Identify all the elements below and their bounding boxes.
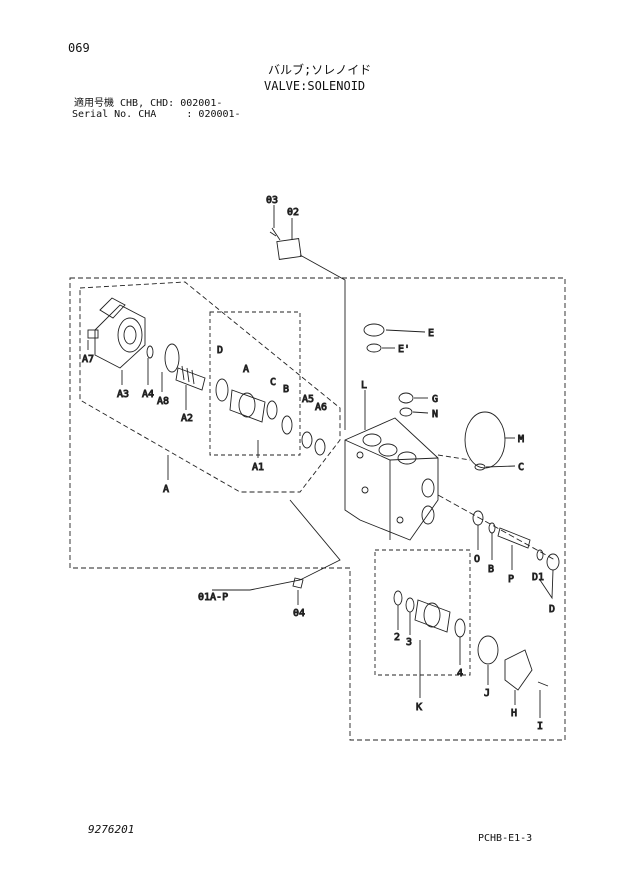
callout-n: N bbox=[432, 409, 438, 420]
o-ring-o bbox=[472, 510, 484, 526]
callout-2: 2 bbox=[394, 632, 400, 643]
assembly-boundary-01a-p bbox=[69, 277, 566, 741]
callout-c-upper: C bbox=[270, 377, 276, 388]
callout-d: D bbox=[549, 604, 555, 615]
leader-n bbox=[412, 411, 429, 414]
callout-a4: A4 bbox=[142, 389, 154, 400]
o-ring-4 bbox=[454, 618, 466, 638]
axis-line-right bbox=[437, 494, 556, 561]
callout-a7: A7 bbox=[82, 354, 94, 365]
subassembly-boundary-a1 bbox=[209, 311, 301, 456]
applicable-models-line: 適用号機 CHB, CHD: 002001- bbox=[74, 98, 223, 109]
cartridge-k bbox=[414, 599, 451, 633]
callout-m: M bbox=[518, 434, 524, 445]
callout-a-upper: A bbox=[243, 364, 249, 375]
document-number: 9276201 bbox=[88, 823, 135, 836]
callout-d1: D1 bbox=[532, 572, 544, 583]
callout-a2: A2 bbox=[181, 413, 193, 424]
callout-d-upper: D bbox=[217, 345, 223, 356]
title-japanese: バルブ;ソレノイド bbox=[268, 63, 372, 77]
callout-a6: A6 bbox=[315, 402, 327, 413]
o-ring-j bbox=[477, 635, 499, 665]
callout-a5: A5 bbox=[302, 394, 314, 405]
ring-a5 bbox=[301, 431, 313, 449]
solenoid-a3 bbox=[87, 297, 146, 369]
page-code: PCHB-E1-3 bbox=[478, 833, 533, 844]
callout-a: A bbox=[163, 484, 169, 495]
callout-a8: A8 bbox=[157, 396, 169, 407]
o-ring-a8 bbox=[164, 343, 180, 373]
callout-04: 04 bbox=[293, 608, 305, 619]
o-ring-c bbox=[474, 463, 486, 471]
callout-e-prime: E' bbox=[398, 344, 410, 355]
leader-01a-p bbox=[212, 499, 341, 591]
callout-3: 3 bbox=[406, 637, 412, 648]
bolt-i bbox=[537, 681, 549, 687]
callout-01a-p: 01A-P bbox=[198, 592, 228, 603]
callout-h: H bbox=[511, 708, 517, 719]
callout-b-upper: B bbox=[283, 384, 289, 395]
callout-i: I bbox=[537, 721, 543, 732]
name-plate-02 bbox=[276, 238, 302, 260]
callout-02: 02 bbox=[287, 207, 299, 218]
o-ring-m bbox=[464, 411, 506, 469]
callout-g: G bbox=[432, 394, 438, 405]
page-number: 069 bbox=[68, 41, 90, 55]
plug-g bbox=[398, 392, 414, 404]
o-ring-n bbox=[399, 407, 413, 417]
pin-p bbox=[497, 527, 531, 549]
callout-l: L bbox=[361, 380, 367, 391]
valve-body bbox=[344, 417, 439, 541]
subassembly-boundary-k bbox=[374, 549, 471, 676]
callout-03: 03 bbox=[266, 195, 278, 206]
o-ring-2 bbox=[393, 590, 403, 606]
callout-e: E bbox=[428, 328, 434, 339]
subassembly-boundary-a bbox=[79, 281, 341, 493]
ring-a6 bbox=[314, 438, 326, 456]
leader-02 bbox=[299, 254, 346, 430]
o-ring-b-a1 bbox=[281, 415, 293, 435]
o-ring-d1 bbox=[536, 549, 544, 561]
leader-d bbox=[539, 569, 554, 600]
plug-04 bbox=[292, 577, 304, 589]
axis-line-m bbox=[437, 454, 471, 461]
callout-k: K bbox=[416, 702, 422, 713]
callout-a3: A3 bbox=[117, 389, 129, 400]
o-ring-b bbox=[488, 522, 496, 534]
washer-a4 bbox=[146, 345, 154, 359]
o-ring-d-a1 bbox=[215, 378, 229, 402]
plug-d bbox=[546, 553, 560, 571]
callout-o: O bbox=[474, 554, 480, 565]
cover-h bbox=[504, 649, 533, 691]
callout-b: B bbox=[488, 564, 494, 575]
callout-p: P bbox=[508, 574, 514, 585]
spool-a bbox=[229, 389, 266, 423]
callout-c: C bbox=[518, 462, 524, 473]
o-ring-3 bbox=[405, 597, 415, 613]
leader-e bbox=[385, 329, 426, 333]
cartridge-a2 bbox=[175, 365, 206, 391]
serial-number-line: Serial No. CHA : 020001- bbox=[72, 109, 241, 120]
o-ring-e-prime bbox=[366, 343, 382, 353]
callout-4: 4 bbox=[457, 668, 463, 679]
plug-e bbox=[363, 323, 385, 337]
callout-j: J bbox=[484, 688, 490, 699]
title-english: VALVE:SOLENOID bbox=[264, 79, 366, 93]
o-ring-c-a1 bbox=[266, 400, 278, 420]
callout-a1: A1 bbox=[252, 462, 264, 473]
leader-c bbox=[485, 465, 516, 468]
bolt-03 bbox=[269, 227, 281, 241]
